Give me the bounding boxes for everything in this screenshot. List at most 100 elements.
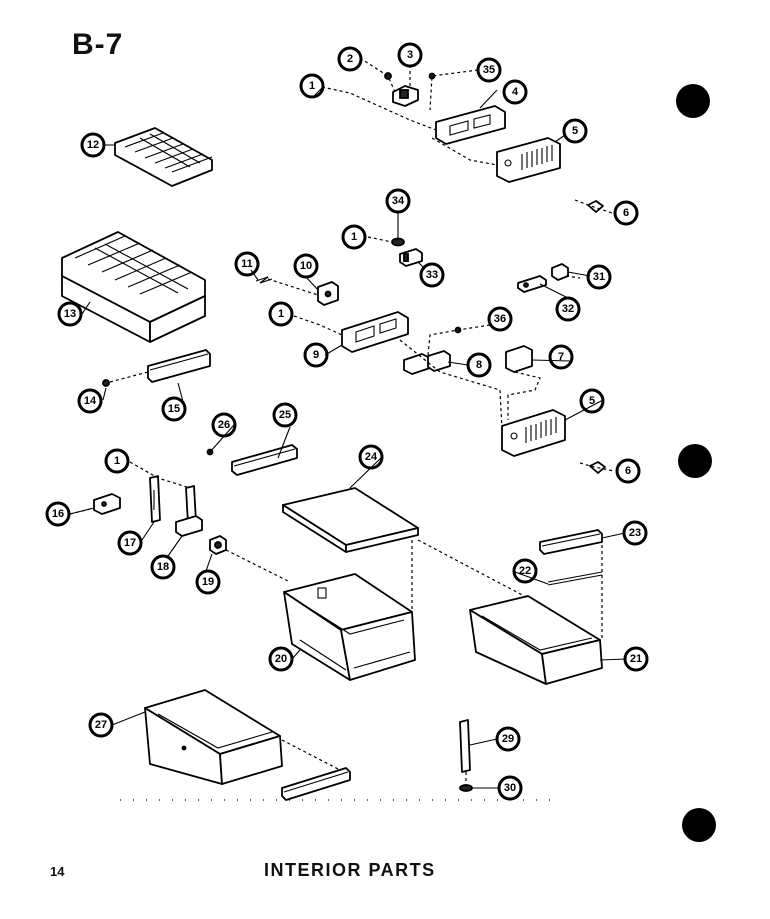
callout-6-top: 6: [613, 200, 639, 226]
part-sensor-32: [517, 275, 547, 293]
callout-35: 35: [476, 57, 502, 83]
callout-27: 27: [88, 712, 114, 738]
svg-text:30: 30: [504, 782, 516, 794]
callout-19: 19: [195, 569, 221, 595]
svg-text:15: 15: [168, 403, 180, 415]
binder-hole-top: [676, 84, 710, 118]
callout-29: 29: [495, 726, 521, 752]
svg-text:11: 11: [241, 258, 253, 270]
callout-23: 23: [622, 520, 648, 546]
part-support-17: [149, 475, 161, 523]
callout-3: 3: [397, 42, 423, 68]
callout-2: 2: [337, 46, 363, 72]
svg-text:2: 2: [347, 53, 353, 65]
callout-4: 4: [502, 79, 528, 105]
svg-text:19: 19: [202, 576, 214, 588]
svg-text:5: 5: [572, 125, 578, 137]
svg-text:33: 33: [426, 269, 438, 281]
part-bracket-3: [392, 85, 419, 107]
svg-text:31: 31: [593, 271, 605, 283]
part-cap-30: [459, 784, 473, 792]
part-spring-11: [255, 276, 273, 284]
callout-24: 24: [358, 444, 384, 470]
part-knob-6-upper: [587, 200, 604, 213]
part-shelf-rail-15: [147, 349, 211, 383]
page-title: INTERIOR PARTS: [264, 860, 436, 880]
svg-text:27: 27: [95, 719, 107, 731]
callout-17: 17: [117, 530, 143, 556]
part-screw-2: [384, 72, 392, 80]
part-drawer-27: [144, 689, 283, 785]
svg-text:1: 1: [309, 80, 315, 92]
part-drawer-rail: [281, 767, 351, 801]
svg-text:1: 1: [278, 308, 284, 320]
callout-13: 13: [57, 301, 83, 327]
svg-text:7: 7: [558, 351, 564, 363]
callout-8: 8: [466, 352, 492, 378]
part-switch-33: [399, 248, 423, 267]
part-crisper-drawer-21: [469, 595, 603, 685]
svg-text:32: 32: [562, 303, 574, 315]
part-cover-7: [505, 345, 533, 373]
svg-text:6: 6: [623, 207, 629, 219]
callout-36: 36: [487, 306, 513, 332]
binder-hole-middle: [678, 444, 712, 478]
svg-text:24: 24: [365, 451, 378, 463]
svg-text:14: 14: [84, 395, 97, 407]
callout-11: 11: [234, 251, 260, 277]
callout-1-lower: 1: [268, 301, 294, 327]
part-knob-34: [391, 237, 405, 247]
part-post-29: [459, 719, 471, 773]
svg-text:26: 26: [218, 419, 230, 431]
svg-text:18: 18: [157, 561, 169, 573]
binder-hole-bottom: [682, 808, 716, 842]
part-ice-tray-12: [114, 127, 213, 187]
part-control-plate-4: [435, 105, 506, 145]
svg-text:4: 4: [512, 86, 519, 98]
part-clip-31: [551, 263, 569, 281]
svg-text:21: 21: [630, 653, 642, 665]
callout-30: 30: [497, 775, 523, 801]
callout-31: 31: [586, 264, 612, 290]
part-control-housing-5-upper: [496, 137, 561, 183]
page-label: B-7: [72, 28, 124, 61]
callout-26: 26: [211, 412, 237, 438]
callout-1-bracket: 1: [104, 448, 130, 474]
svg-text:20: 20: [275, 653, 287, 665]
callout-15: 15: [161, 396, 187, 422]
svg-text:5: 5: [589, 395, 595, 407]
svg-text:13: 13: [64, 308, 76, 320]
callout-34: 34: [385, 188, 411, 214]
callout-16: 16: [45, 501, 71, 527]
part-roller-19: [209, 535, 227, 555]
svg-text:16: 16: [52, 508, 64, 520]
callout-33: 33: [419, 262, 445, 288]
callout-32: 32: [555, 296, 581, 322]
part-control-plate-9: [341, 311, 409, 353]
svg-text:8: 8: [476, 359, 482, 371]
svg-text:12: 12: [87, 139, 99, 151]
part-rail-23: [539, 529, 603, 555]
part-ice-bin-13: [61, 231, 206, 343]
callout-9: 9: [303, 342, 329, 368]
svg-text:10: 10: [300, 260, 312, 272]
svg-text:34: 34: [392, 195, 405, 207]
svg-text:1: 1: [351, 231, 357, 243]
part-support-18: [175, 485, 203, 537]
svg-text:3: 3: [407, 49, 413, 61]
callout-18: 18: [150, 554, 176, 580]
part-thermostat-8: [403, 350, 451, 375]
svg-text:1: 1: [114, 455, 120, 467]
callout-25: 25: [272, 402, 298, 428]
part-rail-25: [231, 444, 298, 476]
callout-1-mid: 1: [341, 224, 367, 250]
svg-text:9: 9: [313, 349, 319, 361]
svg-text:36: 36: [494, 313, 506, 325]
part-rail-22: [547, 571, 603, 586]
part-crisper-drawer-20: [283, 573, 416, 681]
callout-5-top: 5: [562, 118, 588, 144]
callout-1-top: 1: [299, 73, 325, 99]
callout-21: 21: [623, 646, 649, 672]
part-crisper-cover-24: [282, 487, 419, 553]
